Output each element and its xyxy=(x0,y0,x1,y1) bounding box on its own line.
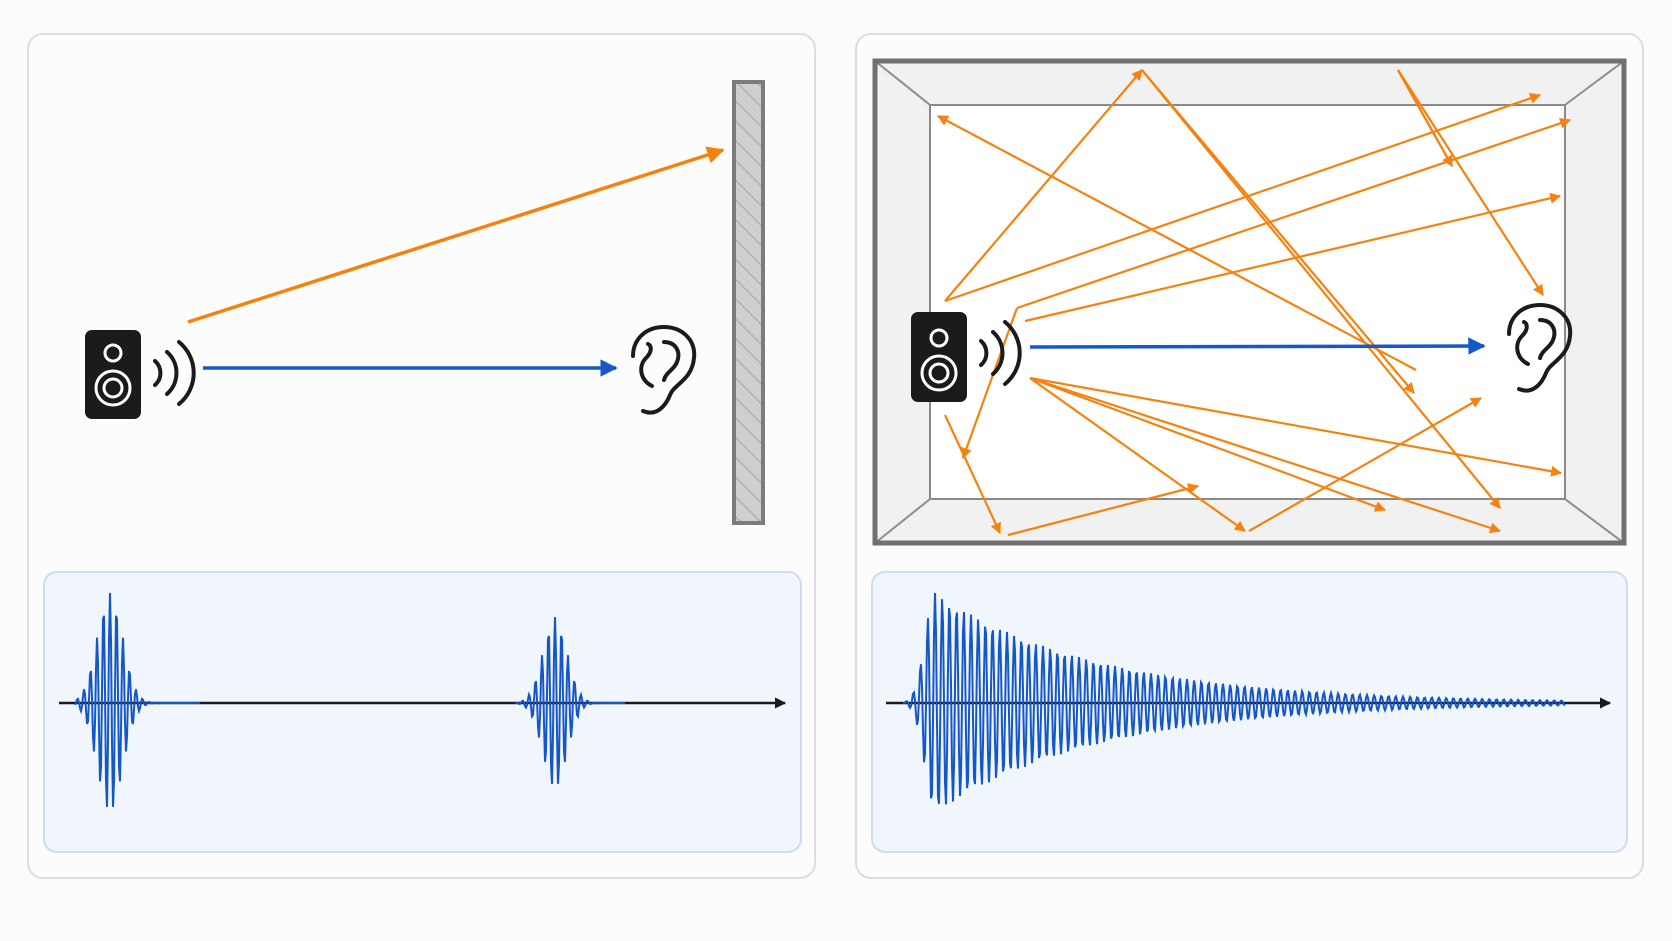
left-impulse-response-waveform xyxy=(74,592,625,807)
room-reflection-paths xyxy=(937,69,1572,537)
sound-waves-icon xyxy=(153,340,196,406)
reflection-path-arrow xyxy=(944,414,1001,534)
ear-icon xyxy=(631,325,697,415)
reflection-path-arrow xyxy=(1029,376,1387,512)
reflection-path-arrow xyxy=(1141,69,1501,509)
reflection-path-arrow xyxy=(1016,117,1572,310)
speaker-icon xyxy=(911,312,967,402)
reflection-path-arrow xyxy=(1029,376,1502,534)
sound-waves-icon xyxy=(979,320,1022,386)
speaker-icon xyxy=(85,330,141,419)
reflection-path-arrow xyxy=(1029,376,1563,477)
reflection-path-arrow xyxy=(1024,192,1562,323)
reflection-path-arrow xyxy=(937,115,1417,371)
right-reverberation-waveform xyxy=(902,592,1566,805)
reflection-path-arrow xyxy=(1007,483,1200,537)
reflection-path-arrow xyxy=(1248,397,1482,532)
direct-path-arrow xyxy=(1029,337,1486,355)
left-waveform-panel xyxy=(43,571,802,853)
reflection-path-arrow xyxy=(961,307,1019,460)
reflection-path-arrow xyxy=(1397,69,1453,167)
room xyxy=(872,58,1628,546)
reflection-path-arrow xyxy=(944,69,1143,302)
reflection-path-arrow xyxy=(187,146,725,324)
wall xyxy=(732,80,765,525)
reflection-path-arrow xyxy=(1029,377,1246,532)
ear-icon xyxy=(1507,303,1573,393)
reflection-path-arrow xyxy=(1397,69,1544,296)
reflection-path-arrow xyxy=(944,93,1542,303)
